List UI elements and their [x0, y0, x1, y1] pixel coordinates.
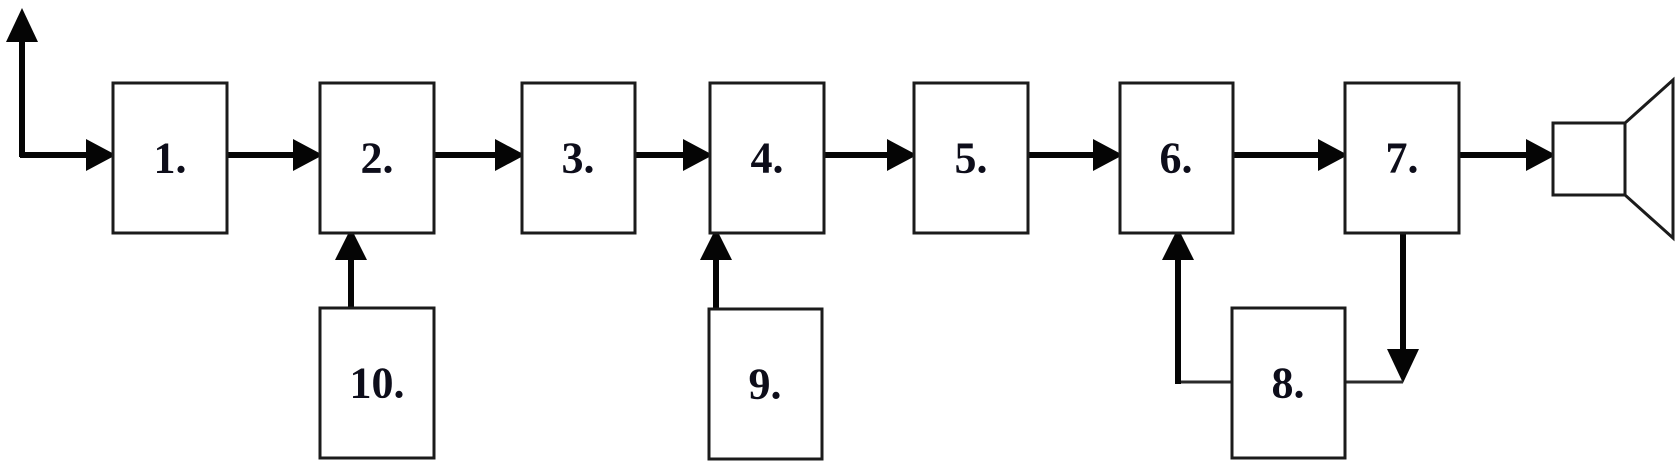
antenna-input-icon [6, 8, 116, 171]
block-9-rect[interactable] [707, 307, 824, 461]
block-1-label: 1. [154, 134, 187, 183]
arrow-6-to-7 [1233, 139, 1348, 171]
block-2-rect[interactable] [318, 81, 436, 235]
block-7-label: 7. [1386, 134, 1419, 183]
block-4[interactable]: 4. [708, 81, 826, 235]
block-10-rect[interactable] [318, 306, 436, 460]
block-1-rect[interactable] [111, 81, 229, 235]
feedback-7-to-8-to-6 [1162, 228, 1419, 384]
arrow-2-to-3 [434, 139, 525, 171]
arrow-9-to-4 [700, 228, 732, 309]
block-9[interactable]: 9. [707, 307, 824, 461]
arrow-9-to-4-head [700, 228, 732, 260]
arrow-5-to-6 [1028, 139, 1123, 171]
arrow-10-to-2-head [335, 228, 367, 260]
block-3-rect[interactable] [520, 81, 637, 235]
block-2[interactable]: 2. [318, 81, 436, 235]
block-7-rect[interactable] [1343, 81, 1461, 235]
arrow-5-to-6-head [1093, 139, 1123, 171]
block-3[interactable]: 3. [520, 81, 637, 235]
antenna-arrowhead-up [6, 8, 38, 42]
block-3-label: 3. [562, 134, 595, 183]
block-7[interactable]: 7. [1343, 81, 1461, 235]
speaker-horn-trapezoid [1623, 76, 1675, 242]
block-6-rect[interactable] [1118, 81, 1235, 235]
arrow-2-to-3-head [495, 139, 525, 171]
block-5-label: 5. [955, 134, 988, 183]
block-10[interactable]: 10. [318, 306, 436, 460]
arrow-10-to-2 [335, 228, 367, 308]
arrow-7-to-speaker [1459, 139, 1556, 171]
block-4-label: 4. [751, 134, 784, 183]
feedback-down-head [1387, 349, 1419, 383]
arrow-4-to-5 [824, 139, 917, 171]
feedback-up-head [1162, 228, 1194, 260]
block-2-label: 2. [361, 134, 394, 183]
arrow-3-to-4 [635, 139, 713, 171]
block-10-label: 10. [350, 359, 405, 408]
block-4-rect[interactable] [708, 81, 826, 235]
arrow-7-to-speaker-head [1526, 139, 1556, 171]
arrow-1-to-2 [227, 139, 323, 171]
arrow-6-to-7-head [1318, 139, 1348, 171]
antenna-arrowhead-right [86, 139, 116, 171]
block-8-label: 8. [1272, 359, 1305, 408]
arrow-1-to-2-head [293, 139, 323, 171]
block-8-rect[interactable] [1230, 306, 1347, 460]
block-5-rect[interactable] [912, 81, 1030, 235]
block-6-label: 6. [1160, 134, 1193, 183]
block-9-label: 9. [749, 360, 782, 409]
speaker-body-rect [1551, 121, 1628, 197]
block-6[interactable]: 6. [1118, 81, 1235, 235]
speaker-output-icon [1551, 76, 1675, 242]
block-8[interactable]: 8. [1230, 306, 1347, 460]
arrow-3-to-4-head [683, 139, 713, 171]
arrow-4-to-5-head [887, 139, 917, 171]
block-5[interactable]: 5. [912, 81, 1030, 235]
block-1[interactable]: 1. [111, 81, 229, 235]
